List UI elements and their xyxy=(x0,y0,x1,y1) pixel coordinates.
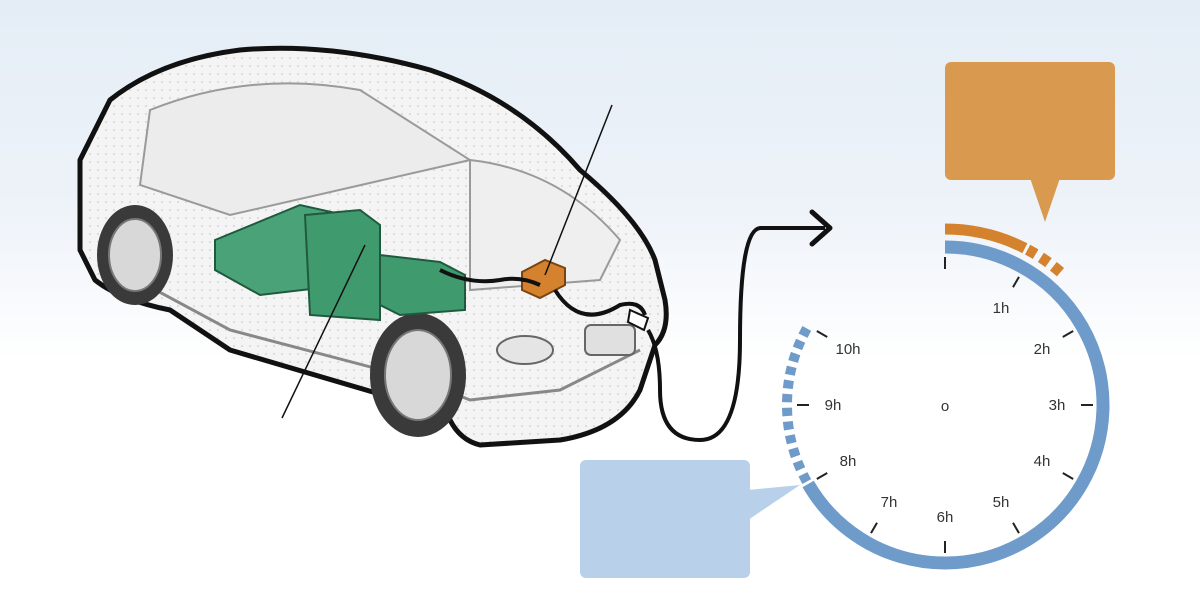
headlight xyxy=(496,324,636,365)
charging-plug xyxy=(626,308,650,332)
onboard-charger xyxy=(521,258,566,300)
blue-charge-dash xyxy=(798,325,812,338)
orange-charge-arc xyxy=(944,223,1028,254)
orange-charge-dash xyxy=(1037,252,1052,268)
blue-charge-dash xyxy=(782,420,794,431)
orange-charge-dash xyxy=(1025,244,1039,259)
clock-hour-label: 5h xyxy=(993,494,1010,511)
blue-charge-dash xyxy=(784,434,797,445)
cable-arrow xyxy=(646,226,825,443)
clock-tick xyxy=(816,330,828,338)
blue-charge-dash xyxy=(782,379,794,390)
orange-charge-dash xyxy=(1049,261,1065,277)
blue-charge-dash xyxy=(792,338,806,351)
blue-charge-dash xyxy=(788,447,801,459)
blue-charge-dash xyxy=(788,351,801,363)
clock-hour-label: 1h xyxy=(993,300,1010,317)
rear-wheel xyxy=(97,205,173,305)
blue-callout xyxy=(580,460,800,578)
clock-tick xyxy=(1062,330,1074,338)
clock-hour-label: 2h xyxy=(1034,341,1051,358)
clock-tick xyxy=(816,472,828,480)
battery-pack xyxy=(214,203,466,322)
blue-charge-arc xyxy=(802,240,1110,570)
arrow-head-icon xyxy=(809,209,833,247)
clock-tick xyxy=(1012,276,1020,288)
clock-hour-label: 10h xyxy=(835,341,860,358)
clock-tick xyxy=(1012,522,1020,534)
charging-cable xyxy=(439,268,647,317)
blue-charge-dash xyxy=(798,472,812,485)
clock-center-dot: o xyxy=(941,398,949,415)
car-hood xyxy=(469,158,622,292)
charging-time-clock: o 1h 2h 3h 4h 5h 6h 7h 8h 9h 10h xyxy=(782,223,1110,570)
clock-hour-label: 6h xyxy=(937,509,954,526)
clock-hour-label: 3h xyxy=(1049,397,1066,414)
orange-callout xyxy=(945,62,1115,222)
charger-pointer-line xyxy=(544,104,613,276)
car-window xyxy=(138,82,473,217)
clock-tick xyxy=(870,522,878,534)
battery-pointer-line xyxy=(281,244,366,419)
blue-charge-dash xyxy=(784,365,797,376)
clock-hour-label: 9h xyxy=(825,397,842,414)
clock-hour-label: 4h xyxy=(1034,453,1051,470)
electric-car-illustration xyxy=(77,45,669,448)
clock-hour-label: 8h xyxy=(840,453,857,470)
clock-tick xyxy=(1062,472,1074,480)
blue-charge-dash xyxy=(792,459,806,472)
clock-hour-label: 7h xyxy=(881,494,898,511)
front-wheel xyxy=(370,313,466,437)
